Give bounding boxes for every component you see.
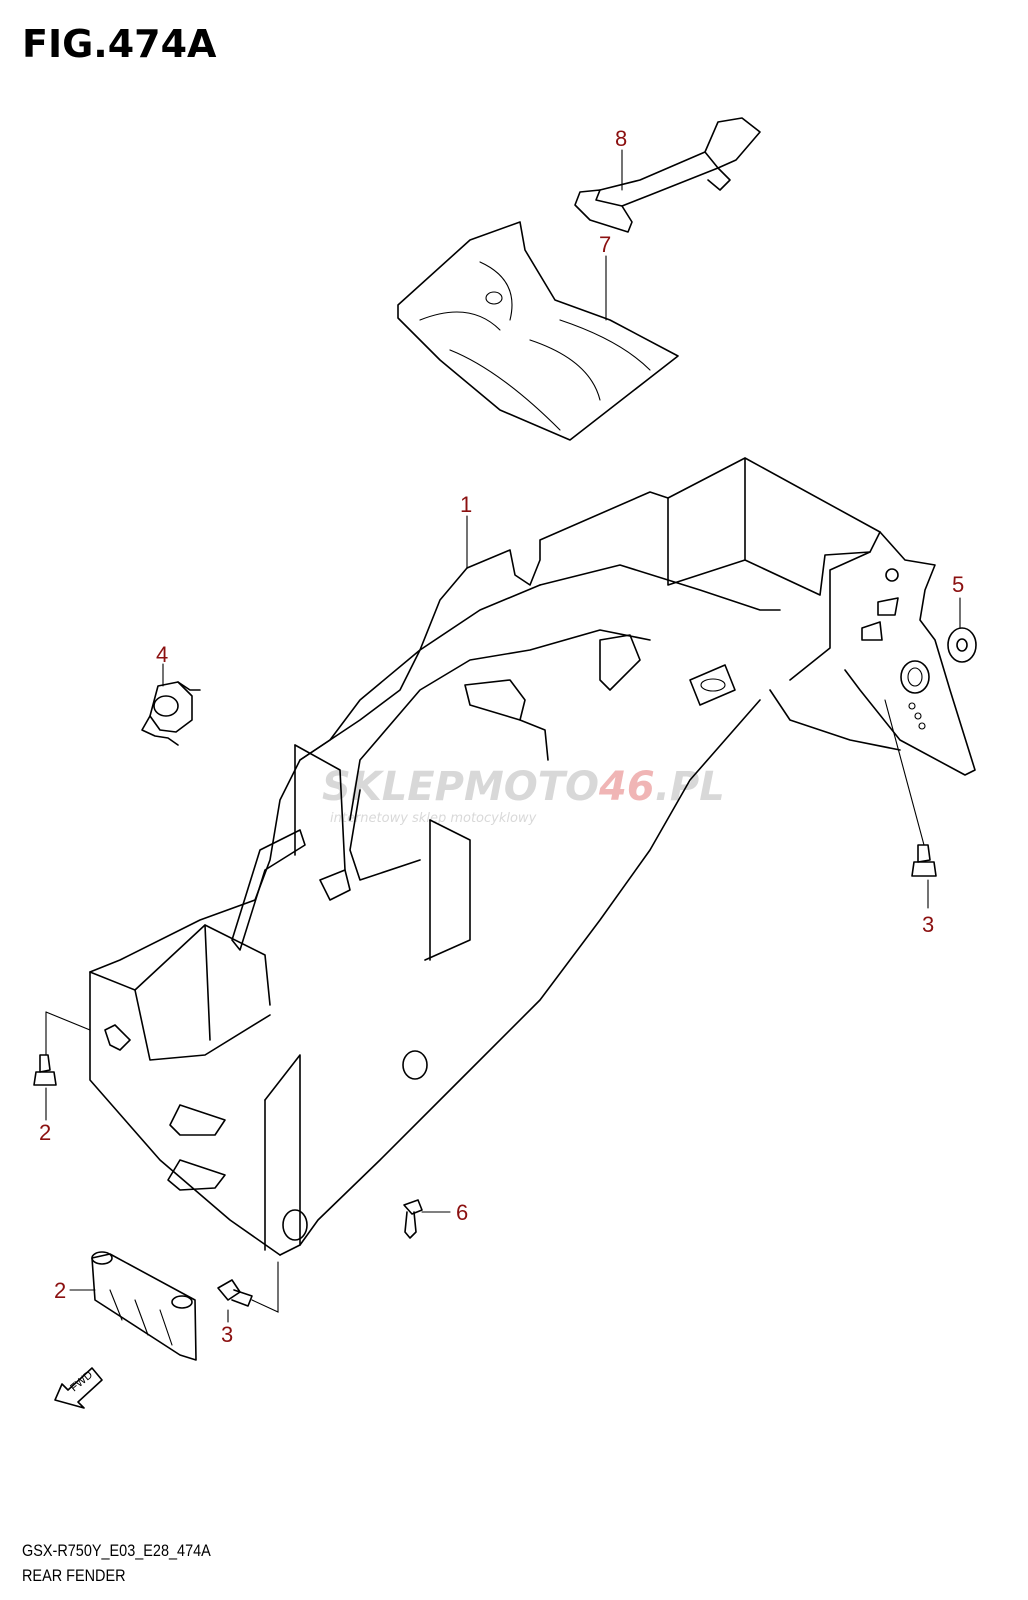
- callout-3-bottom[interactable]: 3: [221, 1322, 233, 1347]
- watermark-brand-b: MOTO: [464, 764, 599, 810]
- watermark-tagline: internetowy sklep motocyklowy: [330, 811, 537, 826]
- callout-2[interactable]: 2: [54, 1278, 66, 1303]
- part-2-bracket[interactable]: [91, 1251, 197, 1361]
- diagram-subtitle: REAR FENDER: [22, 1566, 126, 1585]
- callout-1[interactable]: 1: [460, 492, 472, 517]
- part-6-rivet[interactable]: [403, 1199, 423, 1239]
- callout-7[interactable]: 7: [599, 232, 611, 257]
- callout-3-left[interactable]: 2: [39, 1120, 51, 1145]
- leader-lines: [45, 149, 961, 1323]
- callout-8[interactable]: 8: [615, 126, 627, 151]
- part-5-washer[interactable]: [947, 627, 977, 663]
- svg-text:SKLEPMOTO46.PL: SKLEPMOTO46.PL: [322, 764, 725, 810]
- watermark-brand-a: SKLEP: [322, 764, 464, 810]
- callout-6[interactable]: 6: [456, 1200, 468, 1225]
- callout-3-right[interactable]: 3: [922, 912, 934, 937]
- callouts: 8 7 1 4 5 3 2 6 2 3: [39, 126, 964, 1347]
- part-4-clip[interactable]: [141, 681, 201, 746]
- callout-5[interactable]: 5: [952, 572, 964, 597]
- bolt-3-left[interactable]: [33, 1054, 57, 1086]
- watermark-brand-c: 46: [598, 764, 655, 810]
- diagram-code: GSX-R750Y_E03_E28_474A: [22, 1541, 211, 1560]
- fwd-arrow-icon: FWD: [54, 1367, 103, 1409]
- bolt-3-right[interactable]: [911, 844, 937, 877]
- bolt-3-bottom[interactable]: [217, 1279, 253, 1307]
- part-1-rear-fender[interactable]: [89, 457, 976, 1256]
- watermark-brand-d: .PL: [655, 764, 725, 810]
- watermark: SKLEPMOTO46.PL internetowy sklep motocyk…: [322, 764, 725, 826]
- callout-4[interactable]: 4: [156, 642, 168, 667]
- part-7-cover[interactable]: [397, 221, 679, 441]
- figure-title: FIG.474A: [22, 22, 217, 66]
- part-8-strap[interactable]: [574, 117, 761, 233]
